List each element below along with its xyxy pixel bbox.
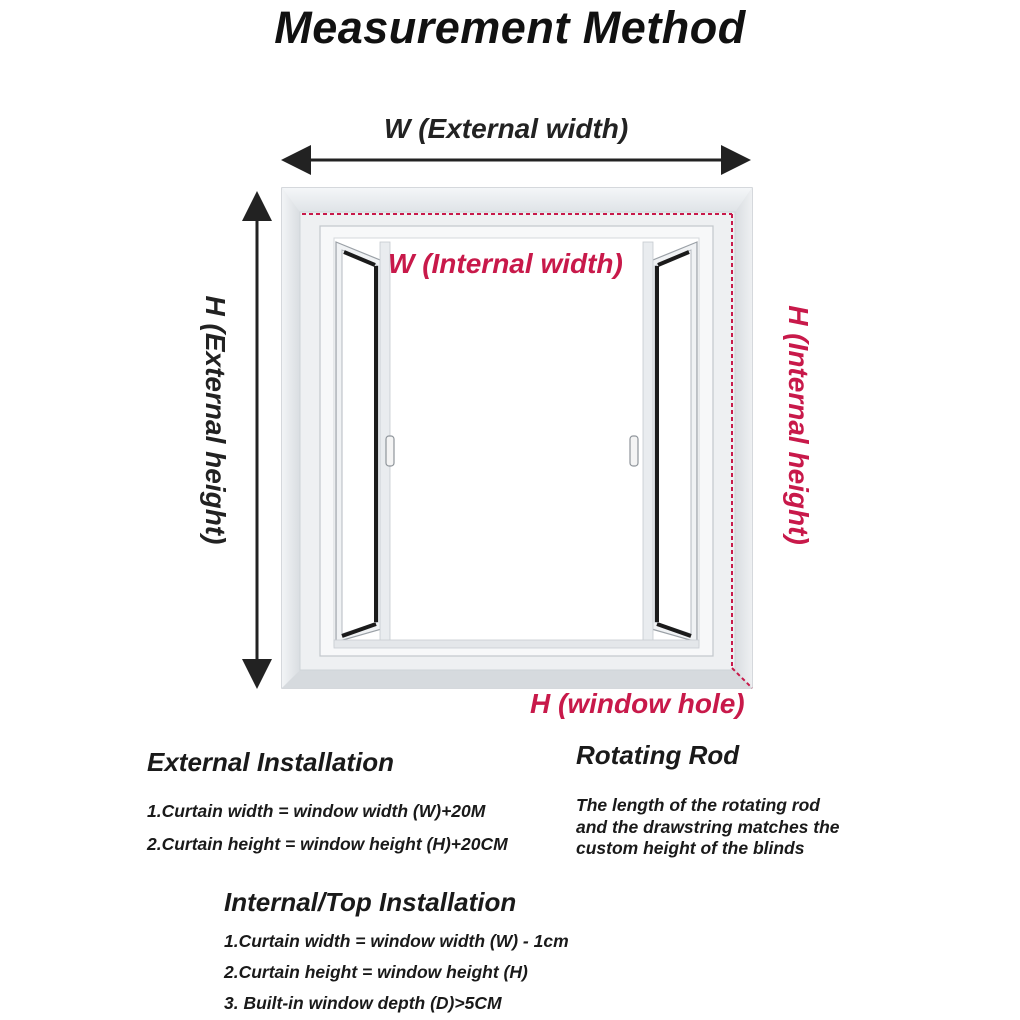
- page-title: Measurement Method: [274, 2, 746, 53]
- internal-installation-line: 3. Built-in window depth (D)>5CM: [224, 993, 502, 1013]
- rotating-rod-line: custom height of the blinds: [576, 838, 805, 858]
- external-installation-heading: External Installation: [147, 747, 395, 777]
- left-handle-icon: [385, 435, 395, 467]
- internal-installation-line: 1.Curtain width = window width (W) - 1cm: [224, 931, 569, 951]
- right-handle-icon: [629, 435, 639, 467]
- external-installation-line: 1.Curtain width = window width (W)+20M: [147, 801, 486, 821]
- window-diagram: [242, 145, 753, 689]
- rotating-rod-text: The length of the rotating rod and the d…: [576, 795, 840, 860]
- internal-height-label: H (Internal height): [783, 305, 814, 545]
- rotating-rod-heading: Rotating Rod: [576, 740, 740, 770]
- internal-installation-heading: Internal/Top Installation: [224, 887, 517, 917]
- internal-width-label: W (Internal width): [388, 248, 623, 279]
- external-height-label: H (External height): [200, 295, 231, 545]
- internal-installation-line: 2.Curtain height = window height (H): [224, 962, 528, 982]
- window-hole-dashed-line: [731, 667, 753, 689]
- window-hole-label: H (window hole): [530, 688, 745, 719]
- rotating-rod-line: and the drawstring matches the: [576, 816, 840, 837]
- external-width-label: W (External width): [384, 113, 629, 144]
- external-installation-line: 2.Curtain height = window height (H)+20C…: [147, 834, 508, 854]
- rotating-rod-line: The length of the rotating rod: [576, 795, 821, 815]
